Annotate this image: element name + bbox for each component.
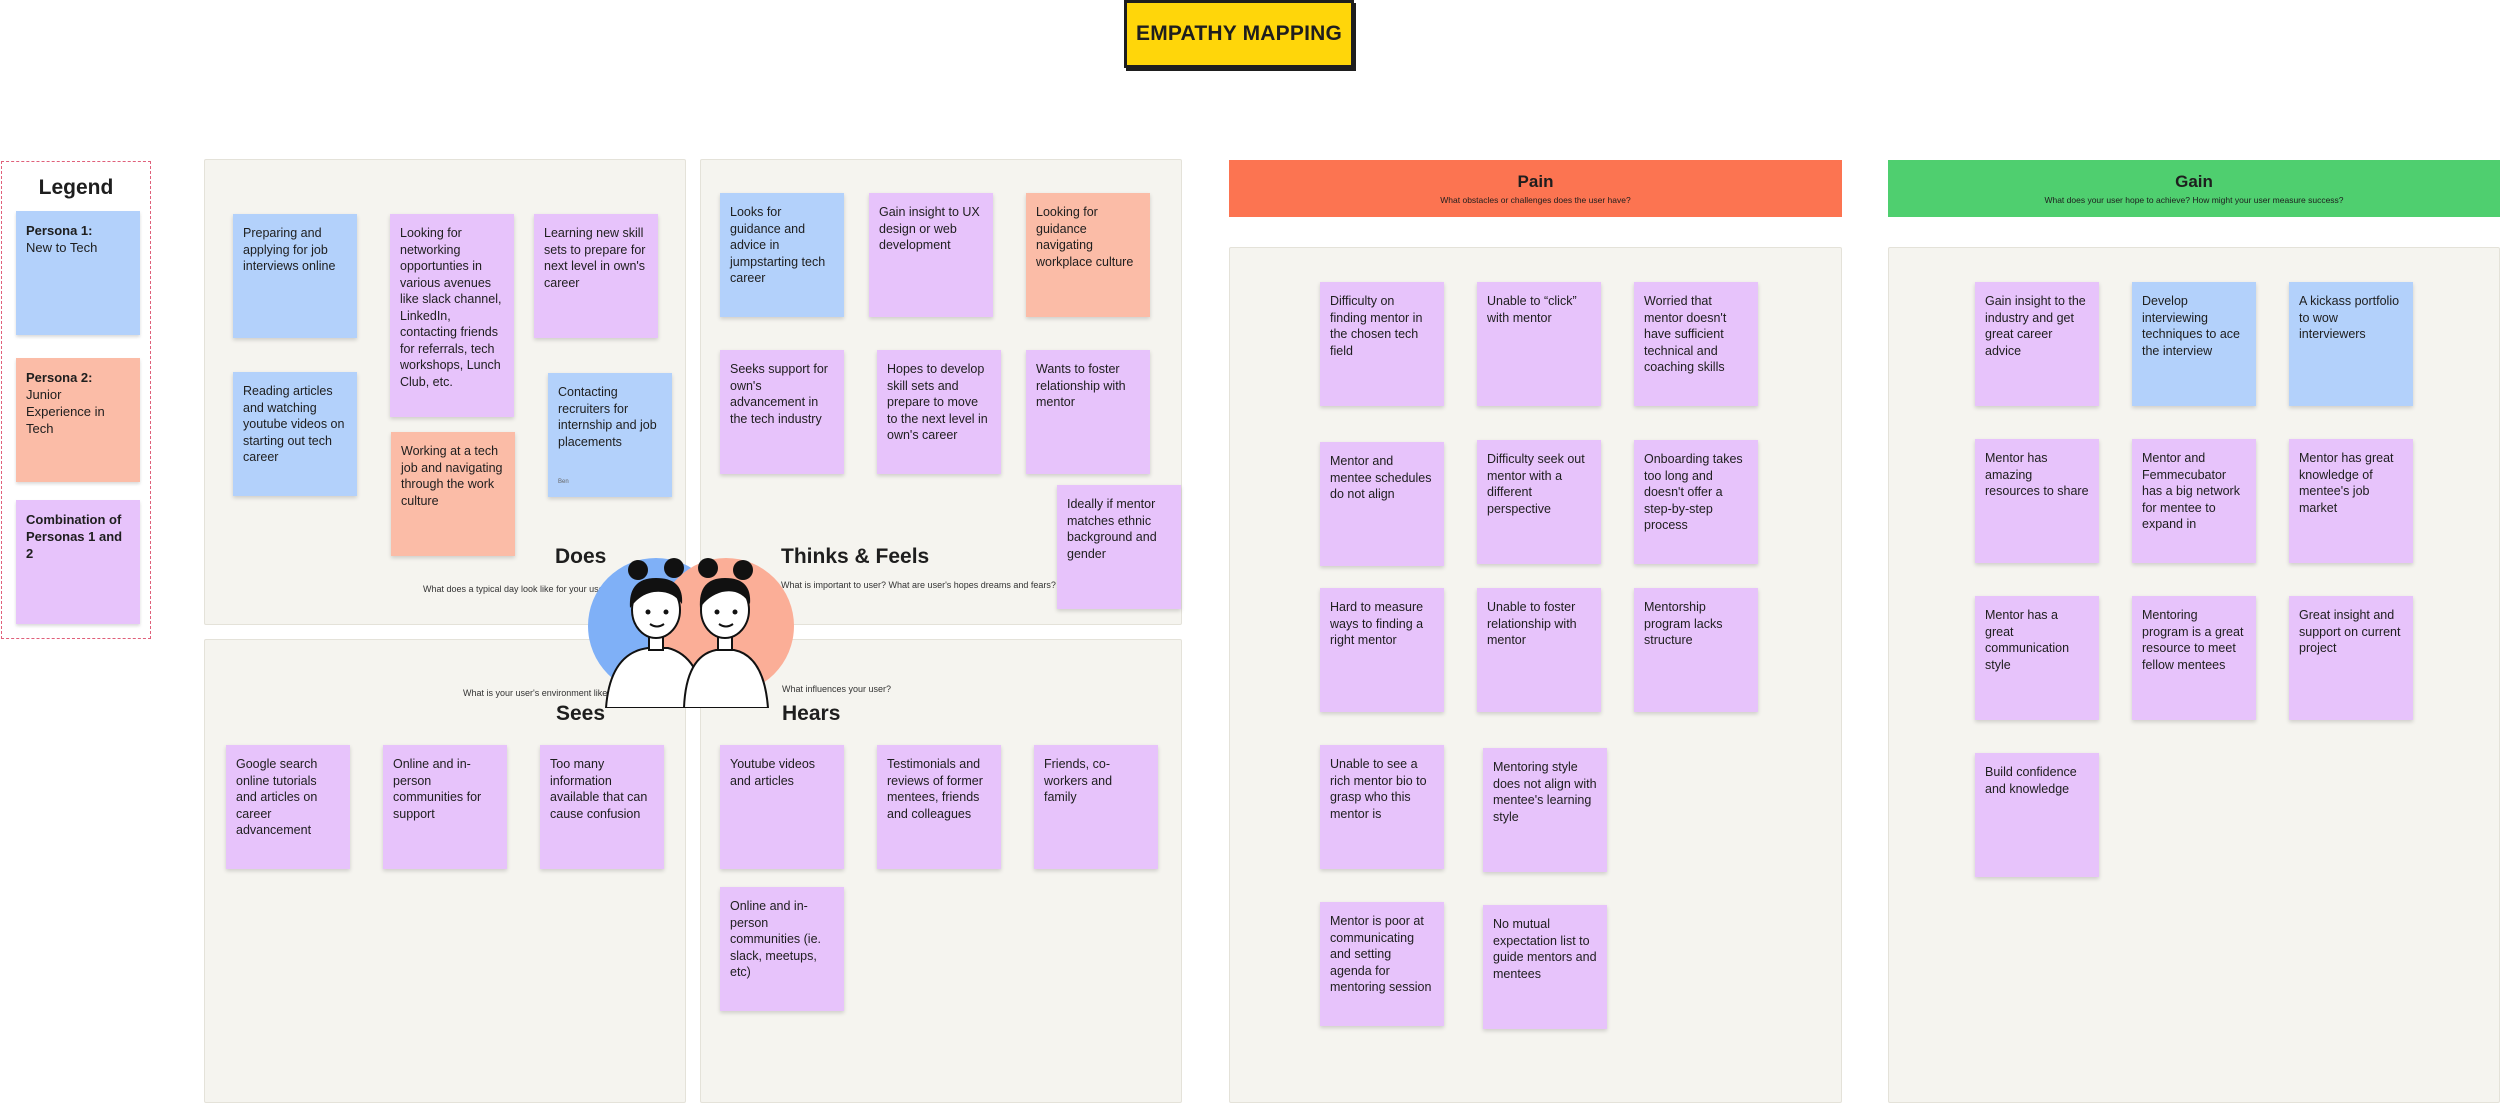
sticky-note[interactable]: Hard to measure ways to finding a right … [1320, 588, 1444, 712]
two-girls-icon [588, 558, 794, 709]
sees-question: What is your user's environment like? [463, 688, 613, 698]
legend-label: Persona 2: [26, 370, 93, 385]
hears-heading: Hears [782, 702, 841, 725]
sticky-note[interactable]: Great insight and support on current pro… [2289, 596, 2413, 720]
pain-heading: Pain [1517, 172, 1554, 191]
sticky-note[interactable]: Ideally if mentor matches ethnic backgro… [1057, 485, 1181, 609]
sticky-note[interactable]: Gain insight to the industry and get gre… [1975, 282, 2099, 406]
sticky-note[interactable]: Worried that mentor doesn't have suffici… [1634, 282, 1758, 406]
thinks-feels-question: What is important to user? What are user… [781, 580, 1056, 590]
sticky-note[interactable]: A kickass portfolio to wow interviewers [2289, 282, 2413, 406]
gain-header[interactable]: Gain What does your user hope to achieve… [1888, 160, 2500, 217]
sticky-note[interactable]: Gain insight to UX design or web develop… [869, 193, 993, 317]
sticky-note[interactable]: Online and in-person communities for sup… [383, 745, 507, 869]
sees-panel[interactable] [204, 639, 686, 1103]
pain-question: What obstacles or challenges does the us… [1440, 195, 1631, 205]
sticky-note[interactable]: Youtube videos and articles [720, 745, 844, 869]
sticky-note[interactable]: Develop interviewing techniques to ace t… [2132, 282, 2256, 406]
does-heading: Does [555, 545, 607, 568]
personas-illustration [588, 538, 794, 709]
sticky-note[interactable]: Reading articles and watching youtube vi… [233, 372, 357, 496]
sticky-note[interactable]: Looks for guidance and advice in jumpsta… [720, 193, 844, 317]
legend-persona-1[interactable]: Persona 1: New to Tech [16, 211, 140, 335]
sticky-note[interactable]: Contacting recruiters for internship and… [548, 373, 672, 497]
legend-combination[interactable]: Combination of Personas 1 and 2 [16, 500, 140, 624]
sticky-note[interactable]: Mentoring program is a great resource to… [2132, 596, 2256, 720]
sticky-note[interactable]: Mentor and Femmecubator has a big networ… [2132, 439, 2256, 563]
sticky-note[interactable]: Too many information available that can … [540, 745, 664, 869]
legend-frame[interactable]: Legend Persona 1: New to Tech Persona 2:… [1, 161, 151, 639]
legend-label: Combination of Personas 1 and 2 [26, 512, 123, 561]
sticky-note[interactable]: Mentoring style does not align with ment… [1483, 748, 1607, 872]
legend-persona-2[interactable]: Persona 2: Junior Experience in Tech [16, 358, 140, 482]
sticky-note[interactable]: Build confidence and knowledge [1975, 753, 2099, 877]
legend-title: Legend [38, 176, 114, 199]
sticky-note[interactable]: Mentor has a great communication style [1975, 596, 2099, 720]
sticky-note[interactable]: No mutual expectation list to guide ment… [1483, 905, 1607, 1029]
sticky-note-text: Contacting recruiters for internship and… [558, 385, 657, 449]
sticky-note[interactable]: Mentor and mentee schedules do not align [1320, 442, 1444, 566]
does-question: What does a typical day look like for yo… [423, 584, 612, 594]
gain-heading: Gain [2175, 172, 2213, 191]
legend-text: New to Tech [26, 239, 98, 255]
gain-question: What does your user hope to achieve? How… [2044, 195, 2344, 205]
sticky-note[interactable]: Mentorship program lacks structure [1634, 588, 1758, 712]
thinks-feels-heading: Thinks & Feels [781, 545, 930, 568]
sticky-note[interactable]: Seeks support for own's advancement in t… [720, 350, 844, 474]
sticky-note[interactable]: Learning new skill sets to prepare for n… [534, 214, 658, 338]
sticky-note[interactable]: Wants to foster relationship with mentor [1026, 350, 1150, 474]
pain-header[interactable]: Pain What obstacles or challenges does t… [1229, 160, 1842, 217]
sticky-note[interactable]: Unable to foster relationship with mento… [1477, 588, 1601, 712]
sticky-note[interactable]: Unable to see a rich mentor bio to grasp… [1320, 745, 1444, 869]
hears-panel[interactable] [700, 639, 1182, 1103]
sticky-note[interactable]: Mentor has amazing resources to share [1975, 439, 2099, 563]
sticky-note[interactable]: Hopes to develop skill sets and prepare … [877, 350, 1001, 474]
note-author: Ben [558, 479, 569, 486]
sticky-note[interactable]: Working at a tech job and navigating thr… [391, 432, 515, 556]
board-title[interactable]: EMPATHY MAPPING [1124, 0, 1354, 68]
sticky-note[interactable]: Mentor has great knowledge of mentee's j… [2289, 439, 2413, 563]
legend-label: Persona 1: [26, 223, 93, 238]
legend-text: Junior Experience in Tech [26, 386, 105, 436]
sticky-note[interactable]: Testimonials and reviews of former mente… [877, 745, 1001, 869]
hears-question: What influences your user? [782, 684, 892, 694]
sticky-note[interactable]: Online and in-person communities (ie. sl… [720, 887, 844, 1011]
sticky-note[interactable]: Difficulty seek out mentor with a differ… [1477, 440, 1601, 564]
sticky-note[interactable]: Mentor is poor at communicating and sett… [1320, 902, 1444, 1026]
sticky-note[interactable]: Google search online tutorials and artic… [226, 745, 350, 869]
sees-heading: Sees [556, 702, 606, 725]
sticky-note[interactable]: Difficulty on finding mentor in the chos… [1320, 282, 1444, 406]
sticky-note[interactable]: Unable to “click” with mentor [1477, 282, 1601, 406]
sticky-note[interactable]: Onboarding takes too long and doesn't of… [1634, 440, 1758, 564]
sticky-note[interactable]: Looking for networking opportunties in v… [390, 214, 514, 417]
sticky-note[interactable]: Looking for guidance navigating workplac… [1026, 193, 1150, 317]
sticky-note[interactable]: Friends, co-workers and family [1034, 745, 1158, 869]
sticky-note[interactable]: Preparing and applying for job interview… [233, 214, 357, 338]
